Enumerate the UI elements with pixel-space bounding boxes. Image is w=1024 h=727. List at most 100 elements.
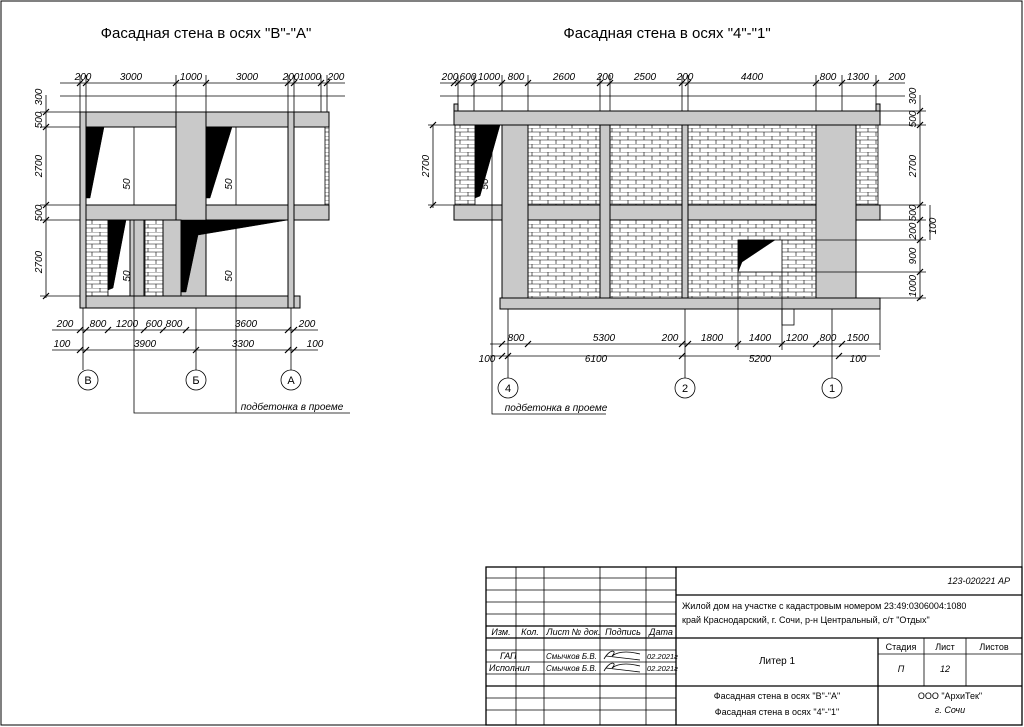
dim-label: 100 xyxy=(928,217,939,234)
axis-bubble xyxy=(185,369,207,391)
dim-label: 3000 xyxy=(120,72,143,83)
dim-label: 50 xyxy=(480,178,491,190)
axis-label: А xyxy=(287,375,295,387)
object-name: Литер 1 xyxy=(759,656,796,667)
signature xyxy=(603,650,641,661)
dim-label: 2700 xyxy=(34,250,45,274)
axis-label: 4 xyxy=(505,383,511,395)
dim-label: 200 xyxy=(888,72,906,83)
axis-bubble xyxy=(497,377,519,399)
left-elevation: Фасадная стена в осях "В"-"А" xyxy=(34,25,350,414)
left-elevation-title: Фасадная стена в осях "В"-"А" xyxy=(101,25,312,42)
doc-code: 123-020221 АР xyxy=(947,576,1010,586)
dim-label: 1200 xyxy=(116,319,139,330)
dim-label: 600 xyxy=(460,72,477,83)
dim-label: 100 xyxy=(479,354,496,365)
infill-wedge xyxy=(737,239,776,273)
dim-label: 500 xyxy=(908,204,919,221)
signature xyxy=(603,662,641,673)
project-line-2: край Краснодарский, г. Сочи, р-н Централ… xyxy=(682,615,930,625)
org-name: ООО "АрхиТек" xyxy=(918,691,982,701)
axis-bubble xyxy=(674,377,696,399)
note-text: подбетонка в проеме xyxy=(505,402,608,414)
brick-infill xyxy=(527,219,601,299)
dim-label: 50 xyxy=(224,178,235,190)
note-leader xyxy=(491,212,606,415)
dim-label: 500 xyxy=(34,204,45,221)
infill-wedge xyxy=(107,219,127,291)
dim-label: 200 xyxy=(596,72,614,83)
axis-bubble xyxy=(821,377,843,399)
hdr-list: Лист xyxy=(545,627,570,637)
dim-label: 200 xyxy=(56,319,74,330)
dim-label: 2500 xyxy=(633,72,657,83)
axis-bubble xyxy=(77,369,99,391)
note-text: подбетонка в проеме xyxy=(241,401,344,413)
concrete-beam-mid xyxy=(453,204,881,221)
parapet xyxy=(875,103,881,112)
dim-label: 5200 xyxy=(749,354,772,365)
dim-label: 200 xyxy=(908,222,919,240)
dim-label: 900 xyxy=(908,247,919,264)
dim-label: 1400 xyxy=(749,333,772,344)
dim-label: 200 xyxy=(441,72,459,83)
infill-wedge xyxy=(85,126,105,199)
concrete-column xyxy=(162,219,182,297)
concrete-column xyxy=(287,111,295,309)
gap-name: Смычков Б.В. xyxy=(546,652,597,661)
dim-label: 3600 xyxy=(235,319,258,330)
dim-label: 300 xyxy=(908,87,919,104)
gap-role: ГАП xyxy=(500,651,517,661)
concrete-column xyxy=(599,124,611,299)
sheet-title-1: Фасадная стена в осях "В"-"А" xyxy=(714,691,840,701)
dim-label: 50 xyxy=(122,178,133,190)
concrete-column xyxy=(129,219,145,297)
dim-label: 3300 xyxy=(232,339,255,350)
dim-label: 2700 xyxy=(421,154,432,178)
brick-infill xyxy=(527,124,601,206)
brick-infill xyxy=(85,219,109,297)
dim-label: 50 xyxy=(122,270,133,282)
hdr-ndok: № док. xyxy=(572,627,601,637)
isp-name: Смычков Б.В. xyxy=(546,664,597,673)
stage-value: П xyxy=(898,664,905,674)
dim-label: 200 xyxy=(327,72,345,83)
dim-label: 1000 xyxy=(908,274,919,297)
infill-wedge xyxy=(180,219,289,293)
dim-label: 1300 xyxy=(847,72,870,83)
dim-label: 6100 xyxy=(585,354,608,365)
hdr-data: Дата xyxy=(648,627,673,637)
isp-date: 02.2021г xyxy=(647,664,678,673)
brick-infill xyxy=(144,219,164,297)
brick-infill xyxy=(609,219,683,299)
isp-role: Исполнил xyxy=(489,663,530,673)
dim-label: 1000 xyxy=(299,72,322,83)
note-leader xyxy=(133,296,350,414)
dim-label: 2600 xyxy=(552,72,576,83)
dim-label: 500 xyxy=(908,110,919,127)
infill-wedge xyxy=(205,126,233,199)
brick-infill xyxy=(454,124,476,206)
concrete-slab-bottom xyxy=(79,295,301,309)
dim-label: 1800 xyxy=(701,333,724,344)
dim-label: 1000 xyxy=(180,72,203,83)
parapet xyxy=(453,103,459,112)
dim-label: 5300 xyxy=(593,333,616,344)
concrete-slab-bottom xyxy=(499,297,881,310)
axis-label: 1 xyxy=(829,383,835,395)
sheets-label: Листов xyxy=(979,642,1008,652)
dim-label: 3900 xyxy=(134,339,157,350)
dim-label: 800 xyxy=(166,319,183,330)
axis-bubble xyxy=(280,369,302,391)
axis-label: Б xyxy=(192,375,199,387)
dim-label: 4400 xyxy=(741,72,764,83)
brick-infill xyxy=(855,124,879,206)
dim-label: 2700 xyxy=(34,154,45,178)
concrete-column xyxy=(501,124,529,299)
sheet-label: Лист xyxy=(935,642,955,652)
project-line-1: Жилой дом на участке с кадастровым номер… xyxy=(682,601,966,611)
axis-label: 2 xyxy=(682,383,688,395)
dim-label: 200 xyxy=(661,333,679,344)
hdr-podp: Подпись xyxy=(605,627,641,637)
